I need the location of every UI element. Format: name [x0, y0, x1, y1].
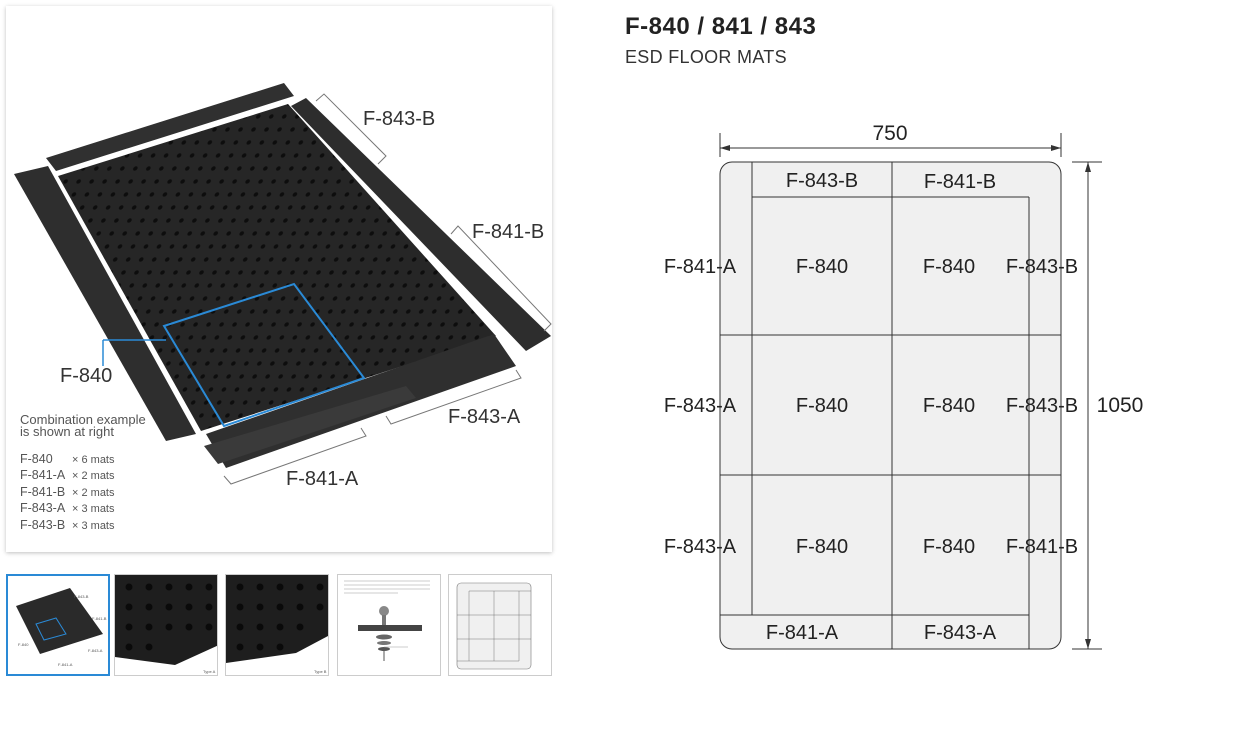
diagram-right-3: F-841-B — [1006, 536, 1078, 558]
diagram-top-left: F-843-B — [786, 170, 858, 192]
svg-text:F-840: F-840 — [18, 642, 29, 647]
label-f843b: F-843-B — [363, 108, 435, 130]
diagram-left-3: F-843-A — [664, 536, 737, 558]
thumb-caption: Type B — [314, 669, 327, 674]
main-product-image[interactable]: F-843-B F-841-B F-840 F-843-A F-841-A Co… — [6, 6, 552, 552]
thumb-type-a[interactable]: Type A — [114, 574, 218, 676]
diagram-left-2: F-843-A — [664, 395, 737, 417]
layout-diagram-svg: 750 1050 F-843-B F-841-B F-841-A F-843-A… — [664, 122, 1144, 650]
thumb-overview[interactable]: F-843-B F-841-B F-840 F-843-A F-841-A — [6, 574, 110, 676]
height-label: 1050 — [1097, 394, 1144, 417]
svg-text:F-841-A: F-841-A — [58, 662, 73, 667]
svg-text:F-843-A: F-843-A — [88, 648, 103, 653]
product-title: F-840 / 841 / 843 — [625, 13, 817, 40]
diagram-left-1: F-841-A — [664, 256, 737, 278]
svg-text:F-841-B: F-841-B — [92, 616, 107, 621]
diagram-top-right: F-841-B — [924, 171, 996, 193]
width-label: 750 — [872, 122, 907, 145]
diagram-center: F-840 — [923, 536, 975, 558]
combination-item: F-841-A× 2 mats — [20, 468, 115, 483]
label-f841b: F-841-B — [472, 221, 544, 243]
diagram-center: F-840 — [923, 395, 975, 417]
combination-item: F-843-B× 3 mats — [20, 517, 115, 532]
dimension-diagram: 750 1050 F-843-B F-841-B F-841-A F-843-A… — [640, 115, 1160, 680]
combination-item: F-840× 6 mats — [20, 452, 115, 466]
thumb-type-b[interactable]: Type B — [225, 574, 329, 676]
diagram-center: F-840 — [923, 256, 975, 278]
thumb-grounding[interactable] — [337, 574, 441, 676]
label-f843a: F-843-A — [448, 406, 521, 428]
combination-title-line2: is shown at right — [20, 424, 114, 439]
diagram-center: F-840 — [796, 256, 848, 278]
diagram-right-2: F-843-B — [1006, 395, 1078, 417]
combination-example: Combination example is shown at right F-… — [20, 412, 146, 535]
title-block: F-840 / 841 / 843 ESD FLOOR MATS — [625, 13, 816, 68]
label-f840: F-840 — [60, 365, 112, 387]
combination-item: F-843-A× 3 mats — [20, 501, 115, 516]
mat-illustration: F-843-B F-841-B F-840 F-843-A F-841-A — [14, 83, 552, 490]
diagram-bottom-right: F-843-A — [924, 622, 997, 644]
combination-item: F-841-B× 2 mats — [20, 484, 115, 499]
product-subtitle: ESD FLOOR MATS — [625, 47, 787, 67]
diagram-center: F-840 — [796, 536, 848, 558]
diagram-center: F-840 — [796, 395, 848, 417]
label-f841a: F-841-A — [286, 468, 359, 490]
combination-title-line1: Combination example — [20, 412, 146, 427]
svg-text:F-843-B: F-843-B — [74, 594, 89, 599]
diagram-bottom-left: F-841-A — [766, 622, 839, 644]
thumb-diagram[interactable] — [448, 574, 552, 676]
diagram-right-1: F-843-B — [1006, 256, 1078, 278]
thumb-caption: Type A — [203, 669, 216, 674]
